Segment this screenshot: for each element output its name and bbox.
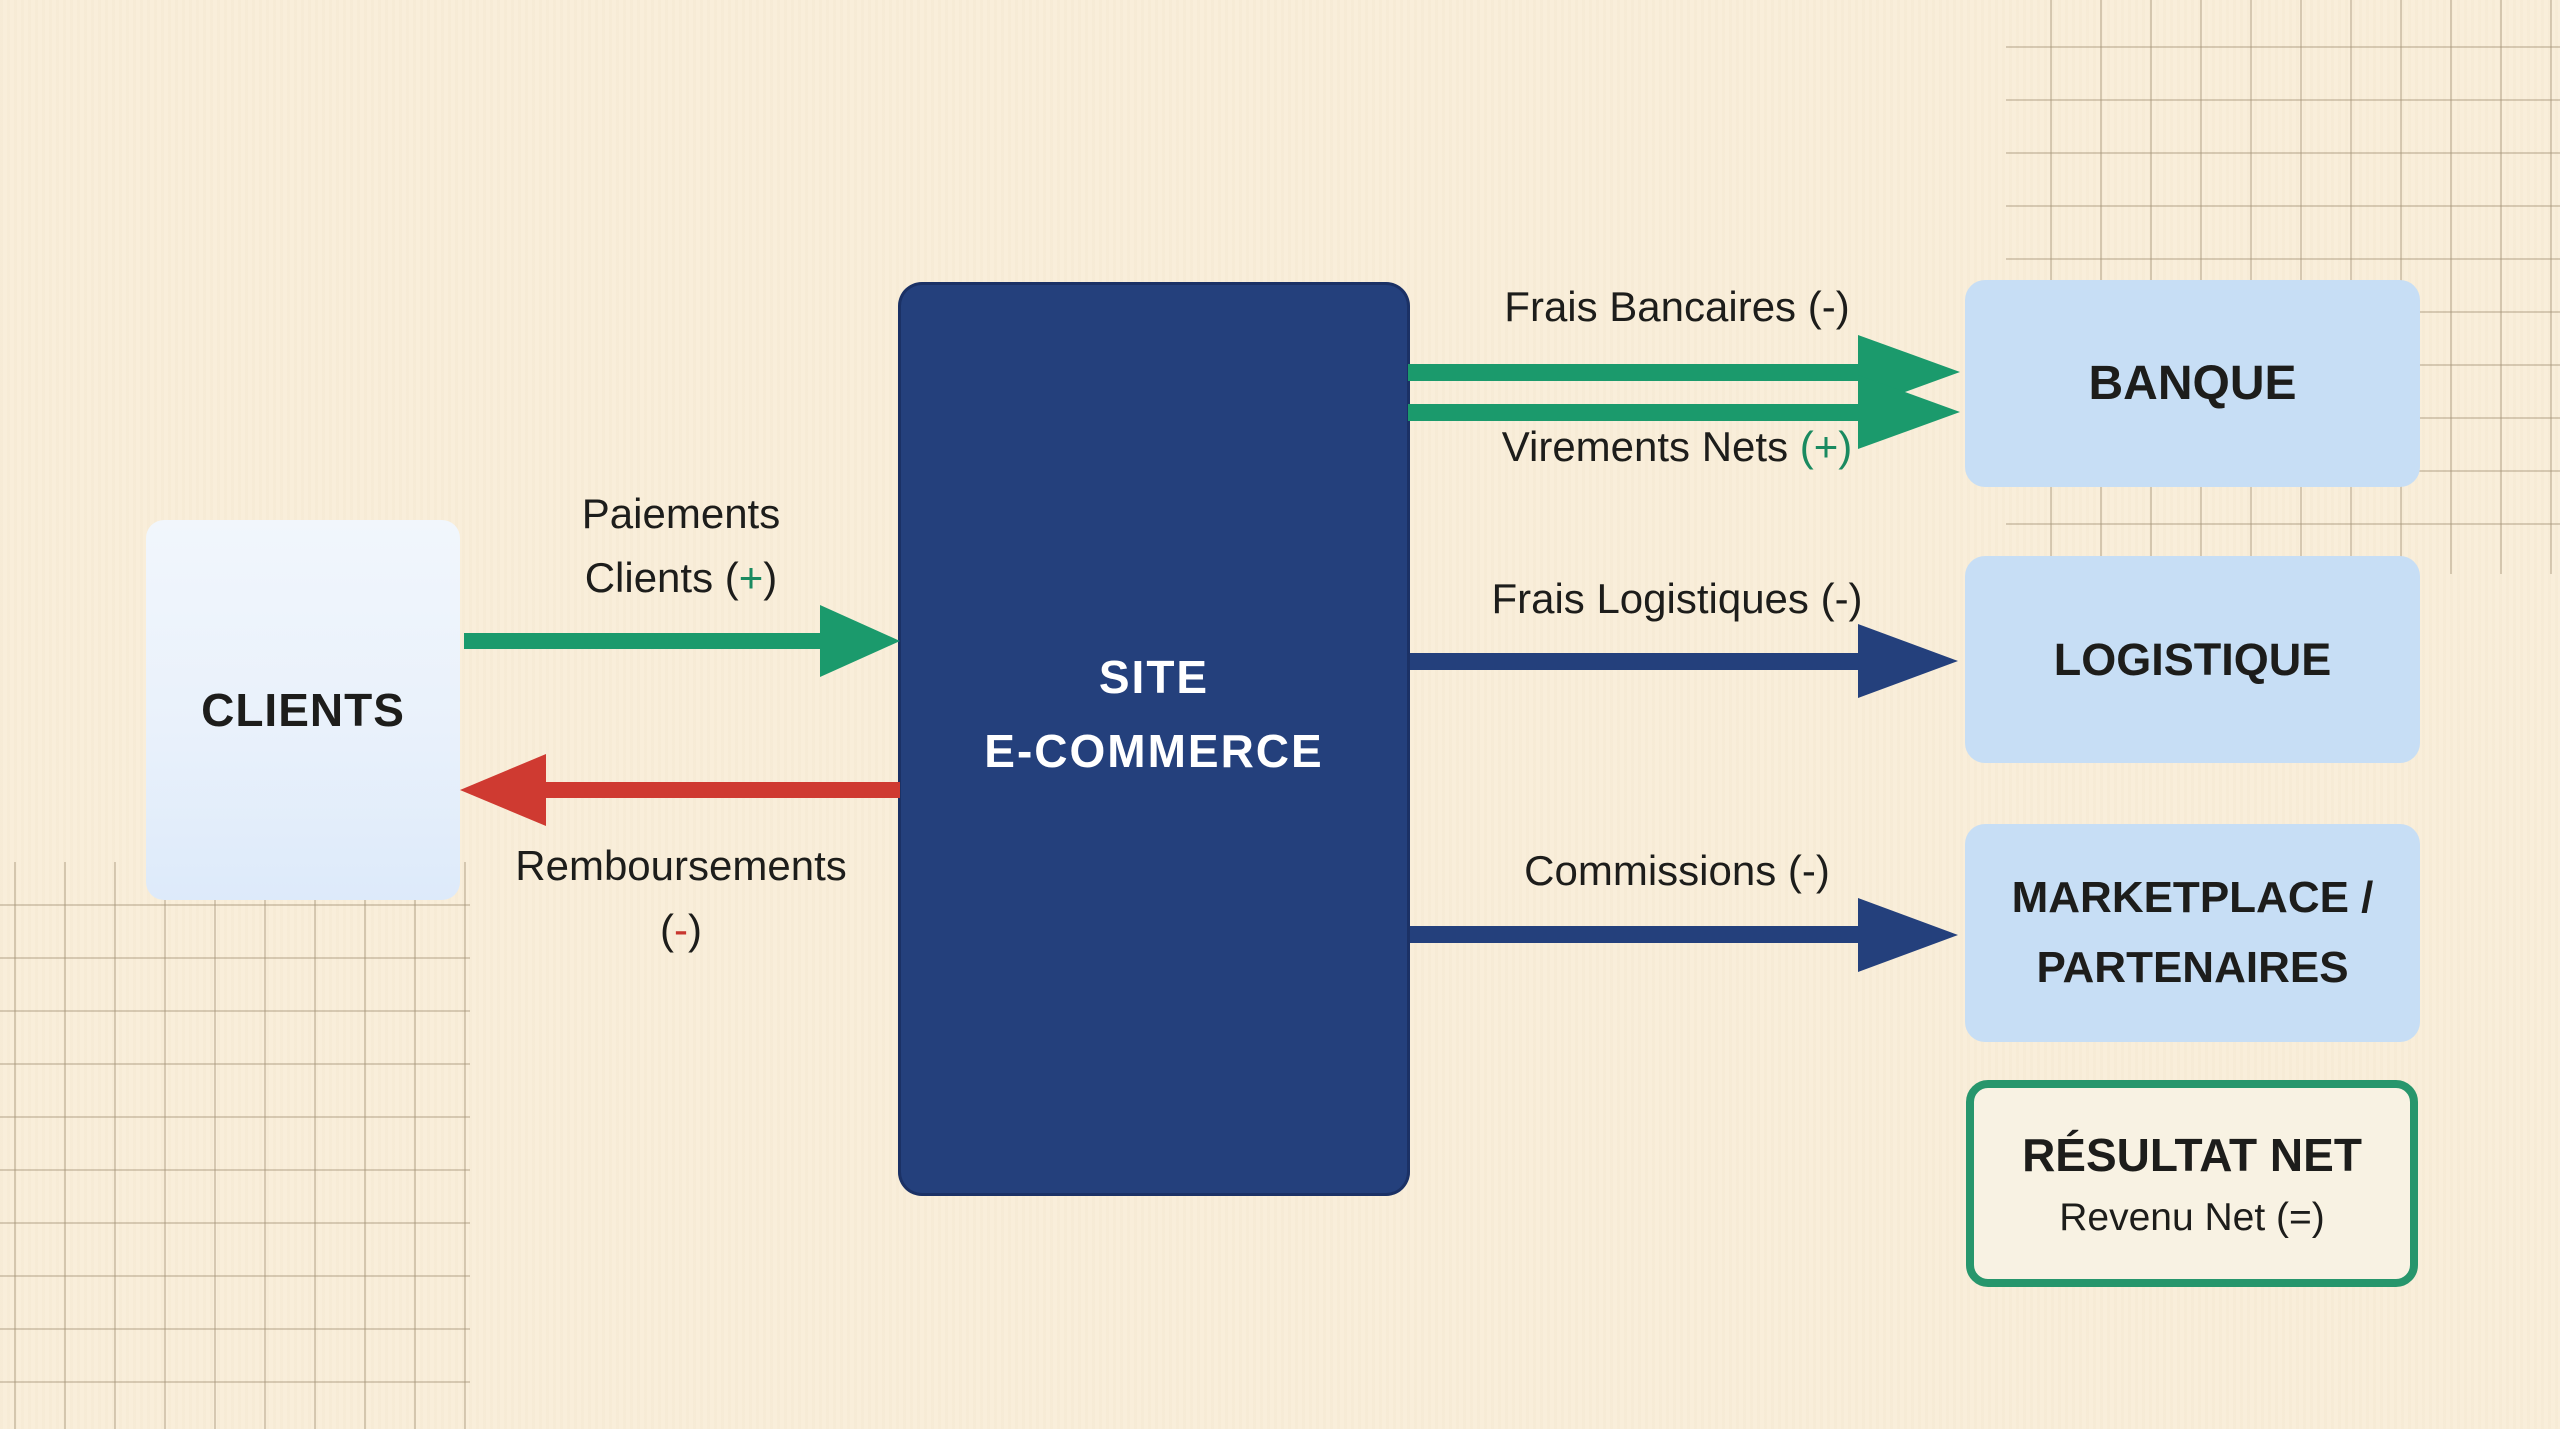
label-paiements-plus-sign: + (738, 554, 764, 601)
label-remboursements-line2-post: ) (688, 906, 702, 953)
resultat-net-title: RÉSULTAT NET (2022, 1128, 2362, 1181)
node-clients-label: CLIENTS (201, 684, 405, 736)
arrow-remboursements-head (460, 754, 546, 826)
node-logistique-label: LOGISTIQUE (2053, 633, 2332, 685)
arrow-paiements-clients-head (820, 605, 900, 677)
arrow-paiements-clients (464, 633, 822, 649)
grid-pattern-bottom-left (0, 862, 470, 1429)
resultat-net-subtitle: Revenu Net (=) (2059, 1195, 2325, 1239)
label-remboursements-minus-sign: - (674, 906, 688, 953)
arrow-frais-logistiques-head (1858, 624, 1958, 698)
label-virements-nets-pre: Virements Nets (1501, 423, 1800, 470)
label-virements-nets: Virements Nets (+) (1357, 415, 1997, 479)
node-marketplace-label: MARKETPLACE / PARTENAIRES (2012, 863, 2374, 1003)
arrow-virements-nets (1408, 404, 1860, 421)
label-paiements-line2-post: ) (763, 554, 778, 601)
arrow-frais-logistiques (1410, 653, 1860, 670)
arrow-commissions-head (1858, 898, 1958, 972)
label-frais-bancaires: Frais Bancaires (-) (1504, 283, 1850, 330)
node-marketplace-label-line2: PARTENAIRES (2036, 943, 2349, 992)
label-frais-logistiques: Frais Logistiques (-) (1491, 575, 1863, 622)
node-clients: CLIENTS (146, 520, 460, 900)
node-banque: BANQUE (1965, 280, 2420, 487)
node-site-label: SITE E-COMMERCE (984, 640, 1323, 788)
node-site-ecommerce: SITE E-COMMERCE (898, 282, 1410, 1196)
node-site-label-line1: SITE (1098, 651, 1210, 703)
label-remboursements-line2-pre: ( (660, 906, 674, 953)
node-site-label-line2: E-COMMERCE (984, 725, 1324, 777)
label-remboursements-line1: Remboursements (515, 842, 847, 889)
label-paiements-clients: Paiements Clients (+) (361, 482, 1001, 610)
label-paiements-line2-pre: Clients ( (584, 554, 739, 601)
node-banque-label: BANQUE (2088, 357, 2297, 410)
node-marketplace-label-line1: MARKETPLACE / (2011, 873, 2374, 922)
arrow-frais-bancaires (1408, 364, 1860, 381)
arrow-remboursements (544, 782, 900, 798)
node-resultat-net: RÉSULTAT NET Revenu Net (=) (1966, 1080, 2418, 1287)
node-logistique: LOGISTIQUE (1965, 556, 2420, 763)
label-virements-nets-plus-sign: (+) (1799, 423, 1853, 470)
arrow-virements-nets-head (1858, 375, 1960, 449)
label-commissions: Commissions (-) (1524, 847, 1830, 894)
label-paiements-line1: Paiements (581, 490, 781, 537)
node-marketplace-partenaires: MARKETPLACE / PARTENAIRES (1965, 824, 2420, 1042)
arrow-commissions (1410, 926, 1860, 943)
label-remboursements: Remboursements (-) (361, 834, 1001, 962)
